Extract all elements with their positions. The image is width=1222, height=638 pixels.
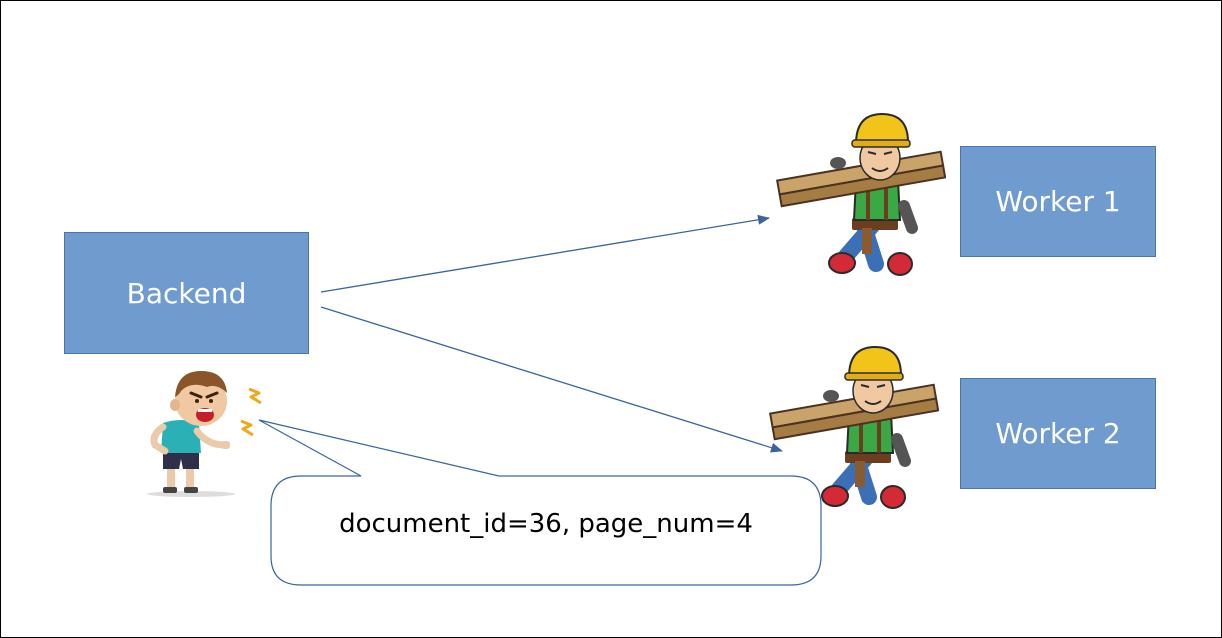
worker1-label: Worker 1: [995, 185, 1121, 218]
arrow-backend-to-worker2: [320, 306, 783, 453]
backend-label: Backend: [126, 276, 247, 310]
angry-boy-icon: [147, 371, 262, 497]
construction-worker-icon: [769, 345, 939, 509]
callout-message: document_id=36, page_num=4: [339, 509, 753, 539]
arrow-backend-to-worker1: [320, 214, 770, 293]
worker2-label: Worker 2: [995, 417, 1121, 450]
construction-worker-icon: [776, 112, 946, 276]
backend-node: Backend: [64, 232, 309, 354]
worker2-node: Worker 2: [960, 378, 1156, 489]
speech-bubble: [258, 419, 822, 586]
worker1-node: Worker 1: [960, 146, 1156, 257]
